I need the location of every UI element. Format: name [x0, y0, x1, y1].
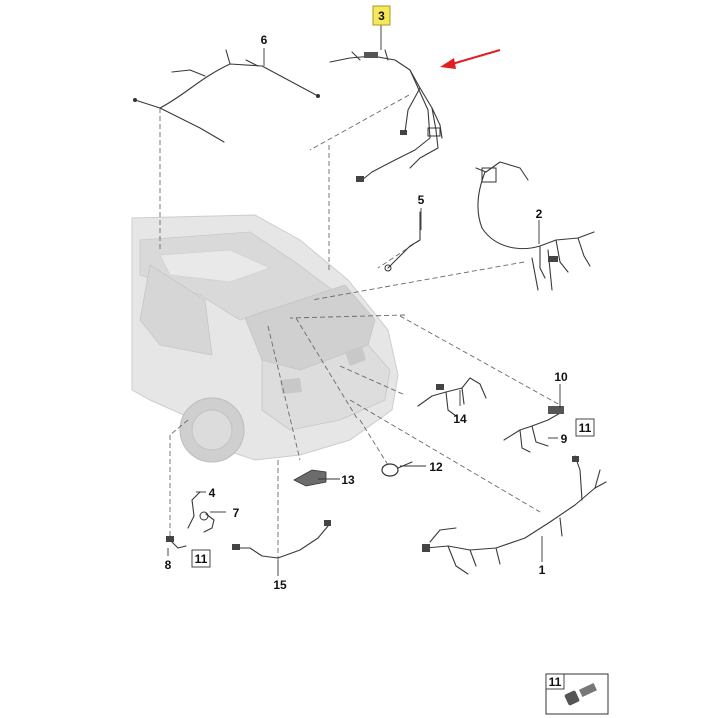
- callout-box-11-a-label: 11: [579, 421, 592, 435]
- part-5-sensor-lead[interactable]: [384, 211, 421, 272]
- harness-1-bumper[interactable]: [422, 455, 607, 575]
- vehicle-silhouette: [131, 214, 399, 463]
- callout-leaders: [167, 25, 561, 576]
- harness-9[interactable]: [503, 406, 564, 453]
- parts-4-7-8[interactable]: [166, 491, 215, 549]
- callout-box-11-b[interactable]: 11: [191, 549, 211, 568]
- callout-box-11-a[interactable]: 11: [575, 418, 595, 437]
- callout-5[interactable]: 5: [418, 193, 425, 207]
- callout-3[interactable]: 3: [372, 5, 391, 26]
- callout-1[interactable]: 1: [539, 563, 546, 577]
- callout-box-11-b-label: 11: [195, 552, 208, 566]
- callout-13[interactable]: 13: [341, 473, 355, 487]
- bolt-icon: [564, 682, 597, 706]
- harness-6-roof[interactable]: [133, 49, 320, 143]
- callout-4[interactable]: 4: [209, 486, 216, 500]
- red-arrow-icon: [440, 49, 501, 69]
- harness-2[interactable]: [475, 161, 595, 291]
- part-13-bracket[interactable]: [293, 469, 327, 487]
- harness-15[interactable]: [232, 520, 331, 559]
- part-12-sensor[interactable]: [381, 461, 413, 477]
- callout-15[interactable]: 15: [273, 578, 287, 592]
- legend-part-11[interactable]: 11: [545, 673, 609, 715]
- callout-7[interactable]: 7: [233, 506, 240, 520]
- callout-14[interactable]: 14: [453, 412, 467, 426]
- harness-3-tailgate[interactable]: [329, 49, 443, 182]
- callout-10[interactable]: 10: [554, 370, 568, 384]
- callout-8[interactable]: 8: [165, 558, 172, 572]
- callout-6[interactable]: 6: [261, 33, 268, 47]
- callout-2[interactable]: 2: [536, 207, 543, 221]
- callout-9[interactable]: 9: [561, 432, 568, 446]
- callout-3-label: 3: [378, 9, 385, 23]
- harness-14[interactable]: [417, 377, 487, 417]
- callout-12[interactable]: 12: [429, 460, 443, 474]
- legend-11-label: 11: [549, 675, 562, 689]
